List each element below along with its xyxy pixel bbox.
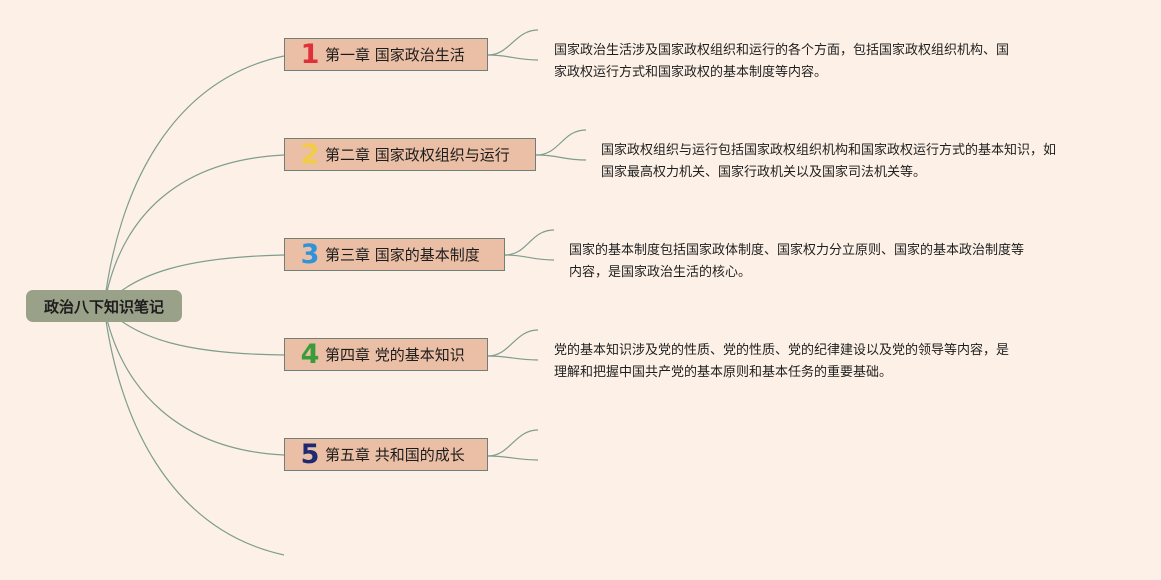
chapter-2-label: 第二章 国家政权组织与运行 <box>325 146 510 164</box>
connector-ch3-tail <box>504 254 555 261</box>
chapter-3-desc-line-1: 国家的基本制度包括国家政体制度、国家权力分立原则、国家的基本政治制度等 <box>569 243 1025 258</box>
root-node[interactable]: 政治八下知识笔记 <box>26 290 182 322</box>
chapter-3-node[interactable]: 3 第三章 国家的基本制度 <box>284 238 505 271</box>
chapter-1-label: 第一章 国家政治生活 <box>325 46 465 64</box>
chapter-4-desc-line-1: 党的基本知识涉及党的性质、党的性质、党的纪律建设以及党的领导等内容，是 <box>554 343 1010 358</box>
connector-root-ch2 <box>103 154 285 307</box>
chapter-4-description: 党的基本知识涉及党的性质、党的性质、党的纪律建设以及党的领导等内容，是 理解和把… <box>554 340 1009 384</box>
chapter-3-label: 第三章 国家的基本制度 <box>325 246 480 264</box>
chapter-4-label: 第四章 党的基本知识 <box>325 346 465 364</box>
chapter-2-desc-line-1: 国家政权组织与运行包括国家政权组织机构和国家政权运行方式的基本知识，如 <box>601 143 1057 158</box>
chapter-5-label: 第五章 共和国的成长 <box>325 446 465 464</box>
connector-ch4-tail <box>487 355 539 361</box>
connector-root-ch5 <box>103 305 285 456</box>
chapter-2-desc-line-2: 国家最高权力机关、国家行政机关以及国家司法机关等。 <box>601 165 927 180</box>
number-3-icon: 3 <box>300 238 320 270</box>
connector-root-ch1 <box>103 55 285 307</box>
chapter-1-node[interactable]: 1 第一章 国家政治生活 <box>284 38 488 71</box>
connector-ch1-tail <box>487 54 539 61</box>
connector-ch1-desc <box>487 29 539 56</box>
connector-ch2-tail <box>535 154 587 161</box>
chapter-4-node[interactable]: 4 第四章 党的基本知识 <box>284 338 488 371</box>
chapter-3-description: 国家的基本制度包括国家政体制度、国家权力分立原则、国家的基本政治制度等 内容，是… <box>569 240 1024 284</box>
chapter-1-desc-line-1: 国家政治生活涉及国家政权组织和运行的各个方面，包括国家政权组织机构、国 <box>554 43 1010 58</box>
connector-ch5-desc <box>487 429 539 457</box>
chapter-4-desc-line-2: 理解和把握中国共产党的基本原则和基本任务的重要基础。 <box>554 365 893 380</box>
number-5-icon: 5 <box>300 438 320 470</box>
number-4-icon: 4 <box>300 338 320 370</box>
chapter-2-node[interactable]: 2 第二章 国家政权组织与运行 <box>284 138 536 171</box>
chapter-1-desc-line-2: 家政权运行方式和国家政权的基本制度等内容。 <box>554 65 828 80</box>
connector-ch2-desc <box>535 129 587 156</box>
chapter-3-desc-line-2: 内容，是国家政治生活的核心。 <box>569 265 752 280</box>
connector-ch4-desc <box>487 329 539 357</box>
connector-ch5-tail <box>487 455 539 461</box>
chapter-2-description: 国家政权组织与运行包括国家政权组织机构和国家政权运行方式的基本知识，如 国家最高… <box>601 140 1056 184</box>
number-2-icon: 2 <box>300 138 320 170</box>
chapter-5-node[interactable]: 5 第五章 共和国的成长 <box>284 438 488 471</box>
root-title: 政治八下知识笔记 <box>43 297 164 316</box>
number-1-icon: 1 <box>300 38 320 70</box>
connector-ch3-desc <box>504 229 555 256</box>
connector-root-ch6 <box>103 305 285 556</box>
chapter-1-description: 国家政治生活涉及国家政权组织和运行的各个方面，包括国家政权组织机构、国 家政权运… <box>554 40 1009 84</box>
